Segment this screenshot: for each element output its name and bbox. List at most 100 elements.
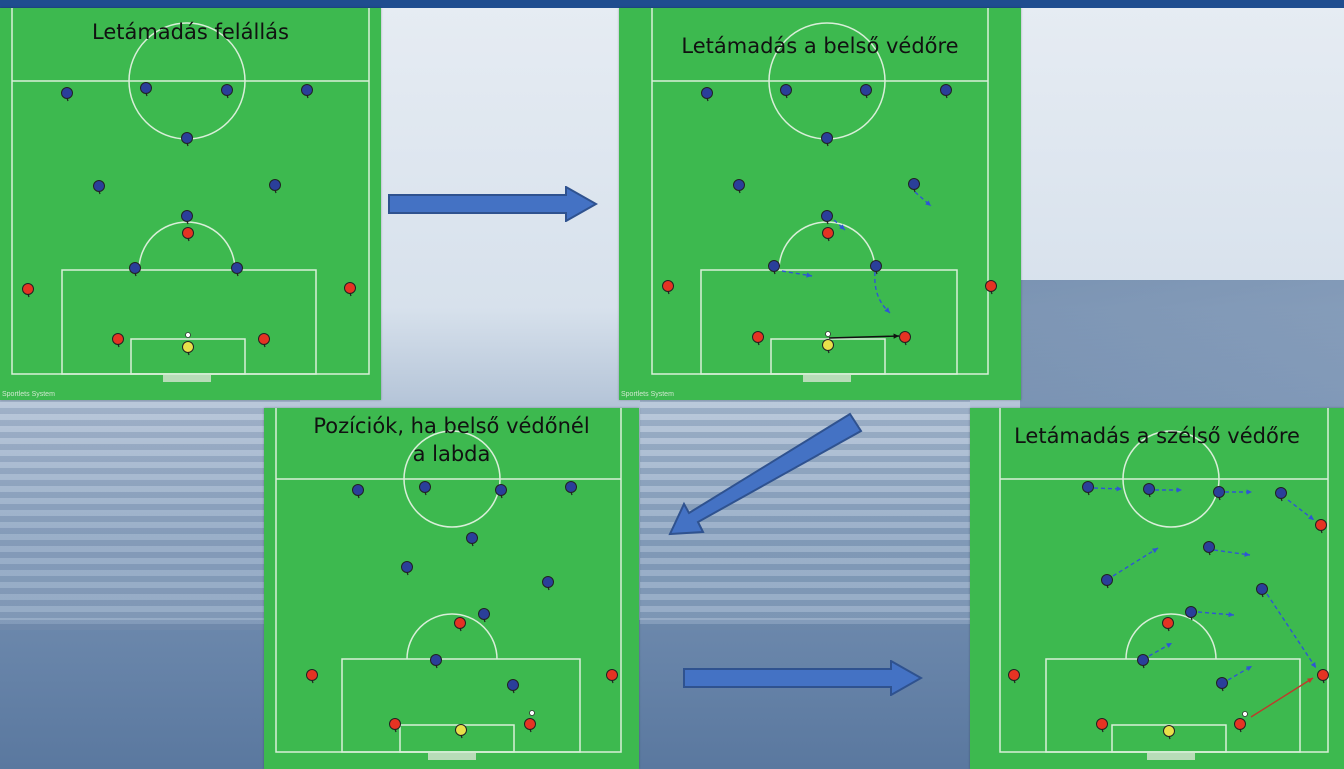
blue-player-marker-icon xyxy=(860,84,872,99)
red-player-marker-icon xyxy=(258,333,270,348)
blue-player-marker-icon xyxy=(821,132,833,147)
blue-player-marker-icon xyxy=(1203,541,1215,556)
blue-player-marker-icon xyxy=(401,561,413,576)
red-player-marker-icon xyxy=(182,227,194,242)
red-player-marker-icon xyxy=(1315,519,1327,534)
ball-icon xyxy=(825,331,831,337)
pitch-drawing xyxy=(275,408,622,760)
blue-player-marker-icon xyxy=(870,260,882,275)
goal xyxy=(803,375,851,382)
tactics-panel-press-center-back: Letámadás a belső védőre Sportlets Syste… xyxy=(619,8,1021,400)
tactics-panel-positions-ball-at-center-back: Pozíciók, ha belső védőnél a labda xyxy=(264,408,639,769)
pass-arrow xyxy=(828,333,900,339)
run-arrow xyxy=(874,271,891,314)
blue-player-marker-icon xyxy=(129,262,141,277)
blue-player-marker-icon xyxy=(181,132,193,147)
blue-player-marker-icon xyxy=(1143,483,1155,498)
red-player-marker-icon xyxy=(1234,718,1246,733)
goal xyxy=(1147,753,1195,760)
red-player-marker-icon xyxy=(985,280,997,295)
blue-player-marker-icon xyxy=(181,210,193,225)
pitch-drawing xyxy=(651,8,997,382)
run-arrow xyxy=(1112,547,1159,577)
run-arrow xyxy=(1213,549,1251,557)
watermark-text: Sportlets System xyxy=(2,391,55,398)
red-player-marker-icon xyxy=(389,718,401,733)
pitch-drawing xyxy=(999,408,1329,760)
ball-icon xyxy=(529,710,535,716)
red-player-marker-icon xyxy=(752,331,764,346)
panel-title: Letámadás a szélső védőre xyxy=(1014,424,1300,448)
penalty-box xyxy=(61,269,317,375)
red-player-marker-icon xyxy=(112,333,124,348)
run-arrow xyxy=(1155,487,1182,493)
blue-player-marker-icon xyxy=(908,178,920,193)
red-player-marker-icon xyxy=(306,669,318,684)
run-arrow xyxy=(781,270,813,278)
penalty-box xyxy=(1045,658,1301,753)
watermark-text: Sportlets System xyxy=(621,391,674,398)
big-flow-arrow-icon xyxy=(388,186,598,222)
goalkeeper-marker-icon xyxy=(182,341,194,356)
blue-player-marker-icon xyxy=(419,481,431,496)
penalty-arc xyxy=(1125,613,1217,660)
top-bar xyxy=(0,0,1344,8)
panel-title: Letámadás a belső védőre xyxy=(681,34,959,58)
goal xyxy=(163,375,211,382)
blue-player-marker-icon xyxy=(269,179,281,194)
blue-player-marker-icon xyxy=(940,84,952,99)
center-circle xyxy=(1122,430,1220,528)
run-arrow xyxy=(1197,611,1235,618)
red-player-marker-icon xyxy=(662,280,674,295)
red-player-marker-icon xyxy=(454,617,466,632)
penalty-arc xyxy=(406,613,498,660)
blue-player-marker-icon xyxy=(507,679,519,694)
run-arrow xyxy=(1266,593,1317,669)
red-player-marker-icon xyxy=(1096,718,1108,733)
red-player-marker-icon xyxy=(1162,617,1174,632)
blue-player-marker-icon xyxy=(821,210,833,225)
stadium-background-stand-left xyxy=(0,400,300,630)
blue-player-marker-icon xyxy=(466,532,478,547)
red-player-marker-icon xyxy=(606,669,618,684)
goal xyxy=(428,753,476,760)
blue-player-marker-icon xyxy=(1082,481,1094,496)
goalkeeper-marker-icon xyxy=(1163,725,1175,740)
goal-box xyxy=(399,724,515,753)
red-player-marker-icon xyxy=(344,282,356,297)
pitch-boundary xyxy=(999,408,1329,753)
blue-player-marker-icon xyxy=(1101,574,1113,589)
blue-player-marker-icon xyxy=(495,484,507,499)
red-player-marker-icon xyxy=(1317,669,1329,684)
red-player-marker-icon xyxy=(22,283,34,298)
blue-player-marker-icon xyxy=(768,260,780,275)
blue-player-marker-icon xyxy=(140,82,152,97)
run-arrow xyxy=(833,219,846,231)
run-arrow xyxy=(1287,499,1315,521)
run-arrow xyxy=(1227,665,1253,681)
blue-player-marker-icon xyxy=(221,84,233,99)
blue-player-marker-icon xyxy=(701,87,713,102)
run-arrow xyxy=(914,191,932,207)
blue-player-marker-icon xyxy=(1137,654,1149,669)
pitch-drawing xyxy=(11,8,370,382)
panel-title: Pozíciók, ha belső védőnél a labda xyxy=(313,414,590,466)
run-arrow xyxy=(1148,642,1173,657)
center-circle xyxy=(403,430,501,528)
tactics-panel-pressing-setup: Letámadás felállás Sportlets System xyxy=(0,8,381,400)
blue-player-marker-icon xyxy=(352,484,364,499)
big-flow-arrow-icon xyxy=(683,660,923,696)
blue-player-marker-icon xyxy=(93,180,105,195)
tactics-panel-press-full-back: Letámadás a szélső védőre xyxy=(970,408,1344,769)
blue-player-marker-icon xyxy=(1256,583,1268,598)
panel-title: Letámadás felállás xyxy=(92,20,289,44)
penalty-box xyxy=(341,658,581,753)
big-flow-arrow-icon xyxy=(668,412,863,536)
blue-player-marker-icon xyxy=(780,84,792,99)
blue-player-marker-icon xyxy=(61,87,73,102)
ball-icon xyxy=(1242,711,1248,717)
blue-player-marker-icon xyxy=(565,481,577,496)
blue-player-marker-icon xyxy=(301,84,313,99)
pitch-boundary xyxy=(651,8,989,375)
goal-box xyxy=(130,338,246,375)
